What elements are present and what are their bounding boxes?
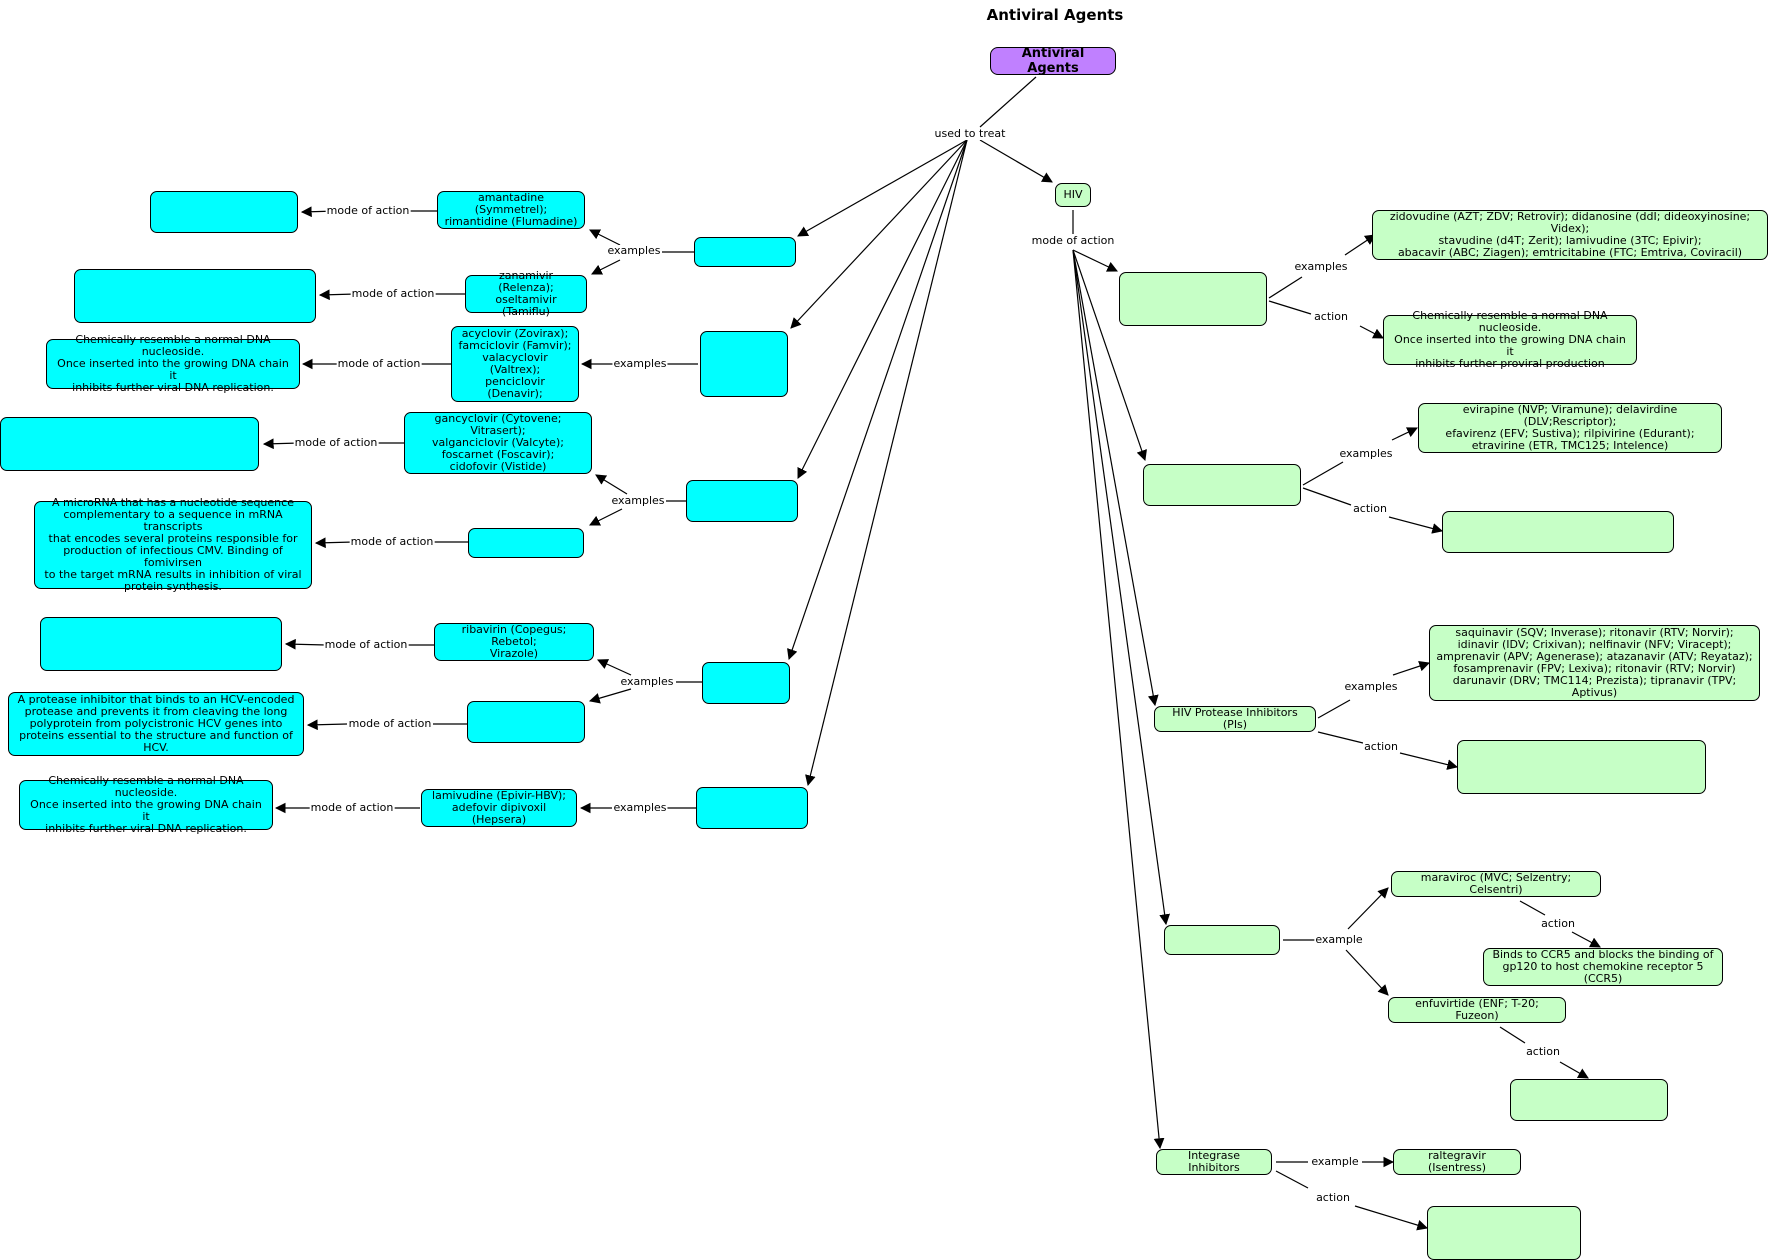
nrti-action-node[interactable]: Chemically resemble a normal DNA nucleos… bbox=[1383, 310, 1637, 370]
root-node[interactable]: Antiviral Agents bbox=[990, 46, 1116, 76]
pi-examples-node[interactable]: saquinavir (SQV; Inverase); ritonavir (R… bbox=[1429, 625, 1760, 701]
hiv-node[interactable]: HIV bbox=[1055, 183, 1091, 207]
cmv-moa-node-b[interactable]: A microRNA that has a nucleotide sequenc… bbox=[34, 497, 312, 593]
link-label-action: action bbox=[1363, 740, 1399, 753]
hcv-moa-node-a[interactable] bbox=[40, 617, 282, 671]
pi-action-node[interactable] bbox=[1457, 740, 1706, 794]
influenza-examples-node-a[interactable]: amantadine (Symmetrel); rimantidine (Flu… bbox=[437, 191, 585, 229]
nrti-examples-node[interactable]: zidovudine (AZT; ZDV; Retrovir); didanos… bbox=[1372, 210, 1768, 260]
link-label-action: action bbox=[1315, 1191, 1351, 1204]
link-label-mode-of-action: mode of action bbox=[347, 717, 433, 730]
entry-action-node-b[interactable] bbox=[1510, 1079, 1668, 1121]
herpes-node[interactable] bbox=[700, 331, 788, 397]
influenza-node[interactable] bbox=[694, 237, 796, 267]
cmv-examples-node-b[interactable] bbox=[468, 528, 584, 558]
integrase-inhibitors-node[interactable]: Integrase Inhibitors bbox=[1156, 1149, 1272, 1175]
hcv-node[interactable] bbox=[702, 662, 790, 704]
integrase-action-node[interactable] bbox=[1427, 1206, 1581, 1260]
hcv-moa-node-b[interactable]: A protease inhibitor that binds to an HC… bbox=[8, 692, 304, 756]
link-label-action: action bbox=[1540, 917, 1576, 930]
link-label-action: action bbox=[1352, 502, 1388, 515]
cmv-node[interactable] bbox=[686, 480, 798, 522]
hbv-node[interactable] bbox=[696, 787, 808, 829]
link-label-mode-of-action: mode of action bbox=[309, 801, 395, 814]
link-label-example: example bbox=[1310, 1155, 1360, 1168]
link-label-action: action bbox=[1313, 310, 1349, 323]
cmv-examples-node[interactable]: gancyclovir (Cytovene; Vitrasert); valga… bbox=[404, 412, 592, 474]
link-label-example: example bbox=[1314, 933, 1364, 946]
hcv-examples-node-a[interactable]: ribavirin (Copegus; Rebetol; Virazole) bbox=[434, 623, 594, 661]
entry-example-node-a[interactable]: maraviroc (MVC; Selzentry; Celsentri) bbox=[1391, 871, 1601, 897]
link-label-examples: examples bbox=[1343, 680, 1399, 693]
link-label-mode-of-action: mode of action bbox=[349, 535, 435, 548]
integrase-example-node[interactable]: raltegravir (Isentress) bbox=[1393, 1149, 1521, 1175]
protease-inhibitors-node[interactable]: HIV Protease Inhibitors (PIs) bbox=[1154, 706, 1316, 732]
link-label-examples: examples bbox=[619, 675, 675, 688]
link-label-mode-of-action: mode of action bbox=[325, 204, 411, 217]
herpes-examples-node[interactable]: acyclovir (Zovirax); famciclovir (Famvir… bbox=[451, 326, 579, 402]
link-label-examples: examples bbox=[606, 244, 662, 257]
hbv-examples-node[interactable]: lamivudine (Epivir-HBV); adefovir dipivo… bbox=[421, 789, 577, 827]
link-label-mode-of-action: mode of action bbox=[323, 638, 409, 651]
hbv-moa-node[interactable]: Chemically resemble a normal DNA nucleos… bbox=[19, 775, 273, 835]
entry-inhibitors-node[interactable] bbox=[1164, 925, 1280, 955]
influenza-moa-node-a[interactable] bbox=[150, 191, 298, 233]
link-label-mode-of-action: mode of action bbox=[293, 436, 379, 449]
link-label-used-to-treat: used to treat bbox=[933, 127, 1007, 140]
herpes-moa-node[interactable]: Chemically resemble a normal DNA nucleos… bbox=[46, 334, 300, 394]
page-title: Antiviral Agents bbox=[986, 6, 1124, 24]
link-label-mode-of-action: mode of action bbox=[1030, 234, 1116, 247]
hcv-examples-node-b[interactable] bbox=[467, 701, 585, 743]
link-label-examples: examples bbox=[1293, 260, 1349, 273]
influenza-examples-node-b[interactable]: zanamivir (Relenza); oseltamivir (Tamifl… bbox=[465, 270, 587, 318]
nnrti-action-node[interactable] bbox=[1442, 511, 1674, 553]
nnrti-node[interactable] bbox=[1143, 464, 1301, 506]
entry-action-node-a[interactable]: Binds to CCR5 and blocks the binding of … bbox=[1483, 948, 1723, 986]
nnrti-examples-node[interactable]: evirapine (NVP; Viramune); delavirdine (… bbox=[1418, 403, 1722, 453]
link-label-examples: examples bbox=[1338, 447, 1394, 460]
entry-example-node-b[interactable]: enfuvirtide (ENF; T-20; Fuzeon) bbox=[1388, 997, 1566, 1023]
influenza-moa-node-b[interactable] bbox=[74, 269, 316, 323]
link-label-mode-of-action: mode of action bbox=[350, 287, 436, 300]
link-label-examples: examples bbox=[610, 494, 666, 507]
link-label-action: action bbox=[1525, 1045, 1561, 1058]
link-label-mode-of-action: mode of action bbox=[336, 357, 422, 370]
link-label-examples: examples bbox=[612, 801, 668, 814]
link-label-examples: examples bbox=[612, 357, 668, 370]
nrti-node[interactable] bbox=[1119, 272, 1267, 326]
cmv-moa-node-a[interactable] bbox=[0, 417, 259, 471]
